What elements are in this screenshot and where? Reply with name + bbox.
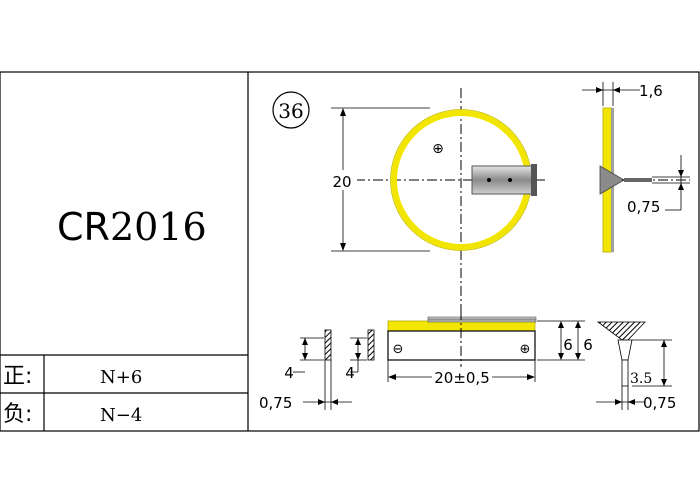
arrow-thick-right xyxy=(613,87,620,93)
arrow-trt-left xyxy=(615,399,622,405)
dim-diameter: 20 xyxy=(332,173,351,191)
model-prefix: CR xyxy=(57,205,110,249)
tab-section-2 xyxy=(367,329,375,361)
positive-value: N+6 xyxy=(100,367,142,388)
front-plus-icon: ⊕ xyxy=(520,342,531,357)
dim-tab-side: 0,75 xyxy=(627,198,660,216)
dim-tab-left-thickness: 0,75 xyxy=(259,394,292,412)
arrow-ha-bottom xyxy=(558,353,564,360)
plus-icon: ⊕ xyxy=(432,141,444,157)
arrow-t1-bottom xyxy=(302,353,308,360)
dim-thickness: 1,6 xyxy=(639,82,663,100)
dim-text-bg xyxy=(327,170,357,190)
side-view: 1,6 0,75 xyxy=(582,82,690,253)
arrow-tl-left xyxy=(318,399,325,405)
arrow-trt-right xyxy=(628,399,635,405)
arrow-thick-left xyxy=(596,87,603,93)
arrow-hb-bottom xyxy=(575,353,581,360)
tab-front xyxy=(427,316,537,323)
solder-tab-edge xyxy=(531,164,537,196)
arrow-up xyxy=(340,108,346,116)
arrow-width-right xyxy=(527,374,535,380)
spec-table xyxy=(0,71,700,432)
negative-label: 负: xyxy=(3,402,32,427)
minus-icon: ⊖ xyxy=(393,342,404,357)
arrow-tl-right xyxy=(331,399,338,405)
dim-tab-1: 4 xyxy=(284,364,294,382)
arrow-t2-top xyxy=(355,338,361,345)
arrow-width-left xyxy=(388,374,396,380)
item-number: 36 xyxy=(278,99,303,123)
dim-height-a: 6 xyxy=(563,336,573,354)
tab-side-strip xyxy=(624,178,652,182)
dim-tab-right-height: 3.5 xyxy=(630,371,652,387)
arrow-ha-top xyxy=(558,321,564,328)
item-number-circle xyxy=(272,91,310,129)
tab-cross-section-top xyxy=(596,321,646,341)
right-tab-detail: 3.5 0,75 xyxy=(596,321,676,412)
solder-tab-top xyxy=(471,165,535,195)
arrow-hb-top xyxy=(575,321,581,328)
dim-tab-right-thickness: 0,75 xyxy=(643,394,676,412)
top-view: ⊕ 20 xyxy=(327,88,548,345)
arrow-tr-bottom xyxy=(661,379,667,386)
tab-section-1 xyxy=(324,329,332,361)
arrow-tab-top xyxy=(678,170,684,177)
dim-height-b: 6 xyxy=(583,336,593,354)
left-tab-detail: 4 4 0,75 xyxy=(259,329,375,412)
dim-width: 20±0,5 xyxy=(434,369,490,387)
front-view: ⊖ ⊕ 20±0,5 6 6 xyxy=(387,310,593,387)
arrow-tr-top xyxy=(661,340,667,347)
table-border xyxy=(0,71,700,432)
model-number: 2016 xyxy=(110,205,207,249)
arrow-tab-bottom xyxy=(678,183,684,190)
tab-cross-section-neck xyxy=(617,339,633,361)
positive-label: 正: xyxy=(3,364,32,389)
model-name: CR2016 xyxy=(57,205,207,249)
arrow-down xyxy=(340,243,346,251)
negative-value: N−4 xyxy=(100,405,142,426)
arrow-t1-top xyxy=(302,338,308,345)
dim-tab-2: 4 xyxy=(345,364,355,382)
arrow-t2-bottom xyxy=(355,353,361,360)
tab-side-bend xyxy=(599,165,625,195)
dim-width-bg xyxy=(432,367,492,385)
weld-spot-2 xyxy=(508,178,512,182)
weld-spot-1 xyxy=(487,178,491,182)
tab-cross-section-leg xyxy=(621,359,629,387)
